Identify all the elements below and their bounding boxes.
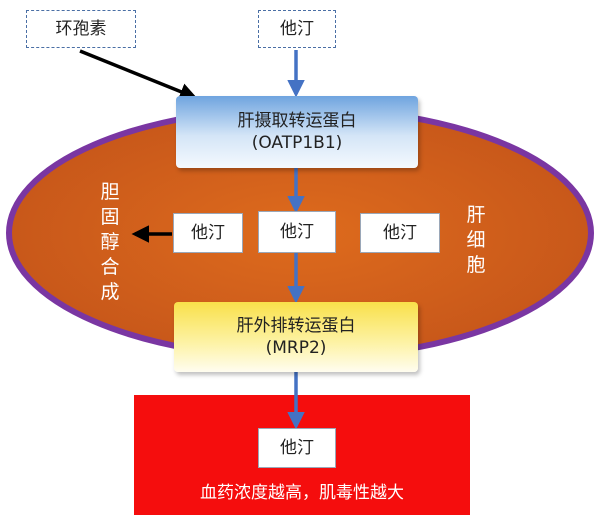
statin-box-left: 他汀 (173, 213, 243, 253)
cholesterol-synthesis-label: 胆固醇合成 (100, 181, 120, 303)
uptake-transporter-code: (OATP1B1) (251, 133, 343, 153)
statin-box-center: 他汀 (258, 211, 336, 253)
cyclosporine-box: 环孢素 (26, 10, 136, 48)
cyclosporine-inhibition-arrow (79, 49, 198, 100)
efflux-transporter-code: (MRP2) (265, 338, 327, 358)
hepatocyte-label: 肝细胞 (466, 204, 486, 276)
statin-blood-box: 他汀 (258, 428, 336, 468)
toxicity-caption: 血药浓度越高，肌毒性越大 (200, 482, 404, 503)
uptake-transporter-name: 肝摄取转运蛋白 (237, 110, 357, 131)
uptake-transporter-box: 肝摄取转运蛋白 (OATP1B1) (176, 96, 418, 168)
efflux-transporter-box: 肝外排转运蛋白 (MRP2) (174, 302, 418, 372)
efflux-transporter-name: 肝外排转运蛋白 (236, 315, 356, 336)
statin-input-box: 他汀 (258, 10, 336, 48)
statin-box-right: 他汀 (360, 213, 440, 253)
